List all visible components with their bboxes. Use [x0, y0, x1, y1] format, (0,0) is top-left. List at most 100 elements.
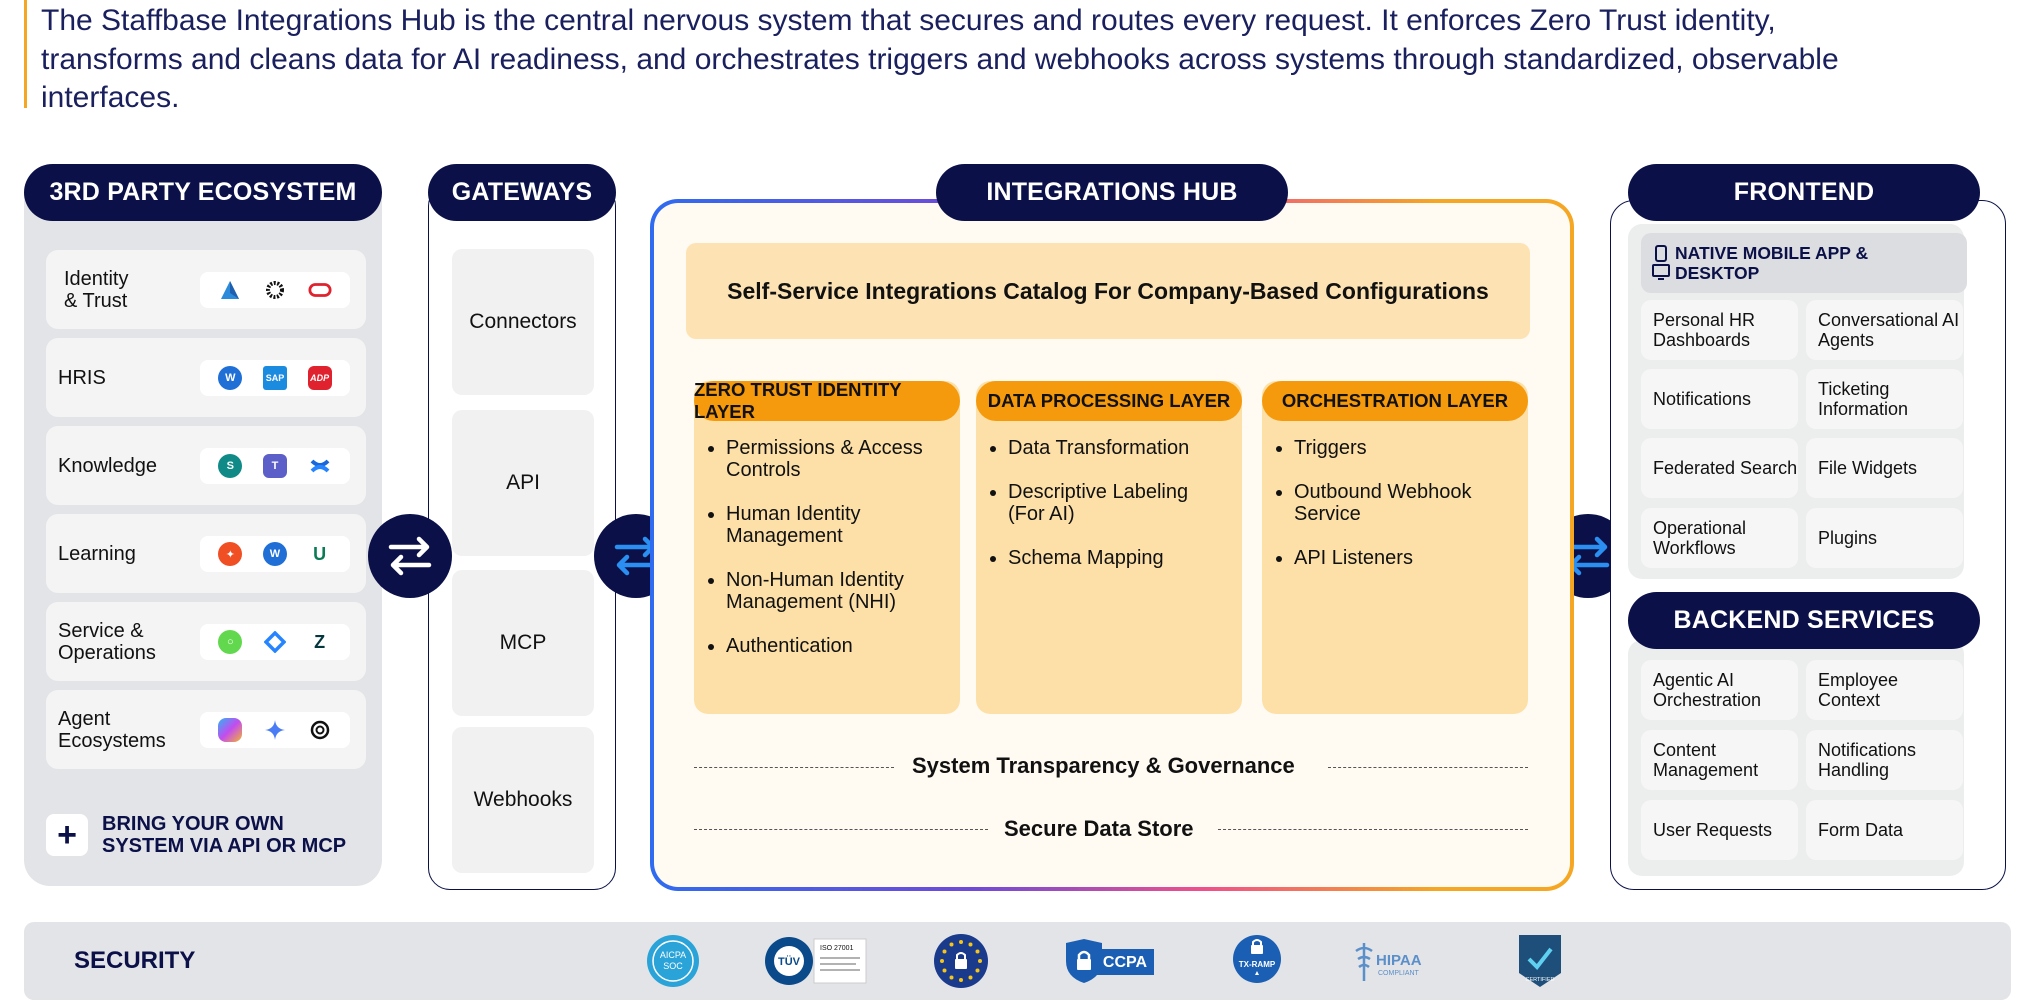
divider — [694, 767, 894, 768]
logo-strip: W SAP ADP — [200, 360, 350, 396]
gdpr-icon — [932, 932, 990, 990]
frontend-cell[interactable]: Federated Search — [1641, 438, 1798, 498]
svg-text:AICPA: AICPA — [660, 950, 686, 960]
byo-label: BRING YOUR OWN SYSTEM VIA API OR MCP — [102, 813, 347, 857]
bring-your-own-system[interactable]: + BRING YOUR OWN SYSTEM VIA API OR MCP — [46, 800, 366, 870]
backend-title: BACKEND SERVICES — [1628, 592, 1980, 649]
logo-strip — [200, 712, 350, 748]
adp-icon: ADP — [307, 366, 332, 390]
backend-cell[interactable]: User Requests — [1641, 800, 1798, 860]
native-app-card[interactable]: NATIVE MOBILE APP & DESKTOP — [1641, 233, 1967, 293]
workday-icon: W — [262, 542, 287, 566]
tuv-iso-icon: TÜV ISO 27001 — [764, 932, 868, 990]
logo-strip: ✦ W U — [200, 536, 350, 572]
sharepoint-icon: S — [218, 454, 243, 478]
list-item: Schema Mapping — [1008, 547, 1228, 569]
ecosystem-row-label: Identity & Trust — [64, 267, 129, 312]
list-item: Data Transformation — [1008, 437, 1228, 459]
list-item: Non-Human Identity Management (NHI) — [726, 569, 946, 613]
ccpa-icon: CCPA — [1062, 932, 1156, 990]
ecosystem-row-label: Learning — [58, 542, 136, 565]
layer-list: Data Transformation Descriptive Labeling… — [976, 437, 1242, 591]
svg-text:HIPAA: HIPAA — [1376, 952, 1422, 969]
frontend-cell[interactable]: Plugins — [1806, 508, 1963, 568]
divider — [1328, 767, 1528, 768]
gemini-icon — [262, 718, 287, 742]
list-item: Outbound Webhook Service — [1294, 481, 1514, 525]
jira-icon — [262, 630, 287, 654]
svg-text:ISO 27001: ISO 27001 — [820, 945, 854, 952]
svg-text:TÜV: TÜV — [778, 955, 801, 968]
backend-cell[interactable]: Agentic AI Orchestration — [1641, 660, 1798, 720]
swap-arrows-icon — [368, 514, 452, 598]
list-item: Authentication — [726, 635, 946, 657]
list-item: Human Identity Management — [726, 503, 946, 547]
backend-cell[interactable]: Employee Context — [1806, 660, 1963, 720]
ecosystem-row-agents[interactable]: Agent Ecosystems — [46, 690, 366, 769]
servicenow-icon: ○ — [218, 630, 243, 654]
integrations-catalog[interactable]: Self-Service Integrations Catalog For Co… — [686, 243, 1530, 339]
udemy-icon: U — [307, 542, 332, 566]
layer-title: DATA PROCESSING LAYER — [976, 381, 1242, 421]
logo-strip: S T — [200, 448, 350, 484]
teams-icon: T — [262, 454, 287, 478]
learning-icon: ✦ — [218, 542, 243, 566]
frontend-cell[interactable]: Notifications — [1641, 369, 1798, 429]
security-bar — [24, 922, 2011, 1000]
ecosystem-row-hris[interactable]: HRIS W SAP ADP — [46, 338, 366, 417]
governance-label: System Transparency & Governance — [912, 753, 1295, 778]
ecosystem-row-service[interactable]: Service & Operations ○ Z — [46, 602, 366, 681]
sap-icon: SAP — [262, 366, 287, 390]
openai-icon — [307, 718, 332, 742]
orchestration-layer: ORCHESTRATION LAYER Triggers Outbound We… — [1262, 381, 1528, 714]
gateway-connectors[interactable]: Connectors — [452, 249, 594, 395]
logo-strip — [200, 272, 350, 308]
cyber-essentials-icon: CERTIFIED — [1516, 932, 1564, 990]
svg-text:SOC: SOC — [663, 961, 683, 971]
frontend-title: FRONTEND — [1628, 164, 1980, 221]
datastore-label: Secure Data Store — [1004, 816, 1194, 841]
list-item: Triggers — [1294, 437, 1514, 459]
txramp-icon: TX-RAMP — [1230, 932, 1284, 990]
plus-icon: + — [46, 814, 88, 856]
svg-text:TX-RAMP: TX-RAMP — [1239, 960, 1276, 969]
security-title: SECURITY — [74, 947, 196, 974]
zero-trust-layer: ZERO TRUST IDENTITY LAYER Permissions & … — [694, 379, 960, 714]
ecosystem-row-identity[interactable]: Identity & Trust — [46, 250, 366, 329]
list-item: API Listeners — [1294, 547, 1514, 569]
frontend-cell[interactable]: Operational Workflows — [1641, 508, 1798, 568]
backend-cell[interactable]: Notifications Handling — [1806, 730, 1963, 790]
ecosystem-row-label: Knowledge — [58, 454, 157, 477]
confluence-icon — [307, 454, 332, 478]
zendesk-icon: Z — [307, 630, 332, 654]
backend-cell[interactable]: Form Data — [1806, 800, 1963, 860]
ecosystem-row-knowledge[interactable]: Knowledge S T — [46, 426, 366, 505]
frontend-cell[interactable]: Ticketing Information — [1806, 369, 1963, 429]
ecosystem-row-label: HRIS — [58, 366, 106, 389]
hub-title: INTEGRATIONS HUB — [936, 164, 1288, 221]
svg-text:CERTIFIED: CERTIFIED — [1526, 977, 1555, 983]
svg-text:COMPLIANT: COMPLIANT — [1378, 970, 1420, 977]
ecosystem-title: 3RD PARTY ECOSYSTEM — [24, 164, 382, 221]
ecosystem-row-learning[interactable]: Learning ✦ W U — [46, 514, 366, 593]
ecosystem-row-label: Service & Operations — [58, 619, 156, 664]
logo-strip: ○ Z — [200, 624, 350, 660]
divider — [1218, 829, 1528, 830]
divider — [694, 829, 988, 830]
gateway-api[interactable]: API — [452, 410, 594, 556]
layer-list: Permissions & Access Controls Human Iden… — [694, 437, 960, 679]
workday-icon: W — [218, 366, 243, 390]
frontend-cell[interactable]: File Widgets — [1806, 438, 1963, 498]
azure-icon — [218, 278, 243, 302]
copilot-icon — [218, 718, 243, 742]
gateway-mcp[interactable]: MCP — [452, 570, 594, 716]
frontend-cell[interactable]: Conversational AI Agents — [1806, 300, 1963, 360]
mobile-desktop-icon — [1651, 243, 1671, 283]
frontend-cell[interactable]: Personal HR Dashboards — [1641, 300, 1798, 360]
backend-cell[interactable]: Content Management — [1641, 730, 1798, 790]
svg-text:CCPA: CCPA — [1103, 954, 1148, 971]
gateway-webhooks[interactable]: Webhooks — [452, 727, 594, 873]
layer-title: ZERO TRUST IDENTITY LAYER — [694, 379, 960, 422]
okta-icon — [262, 278, 287, 302]
